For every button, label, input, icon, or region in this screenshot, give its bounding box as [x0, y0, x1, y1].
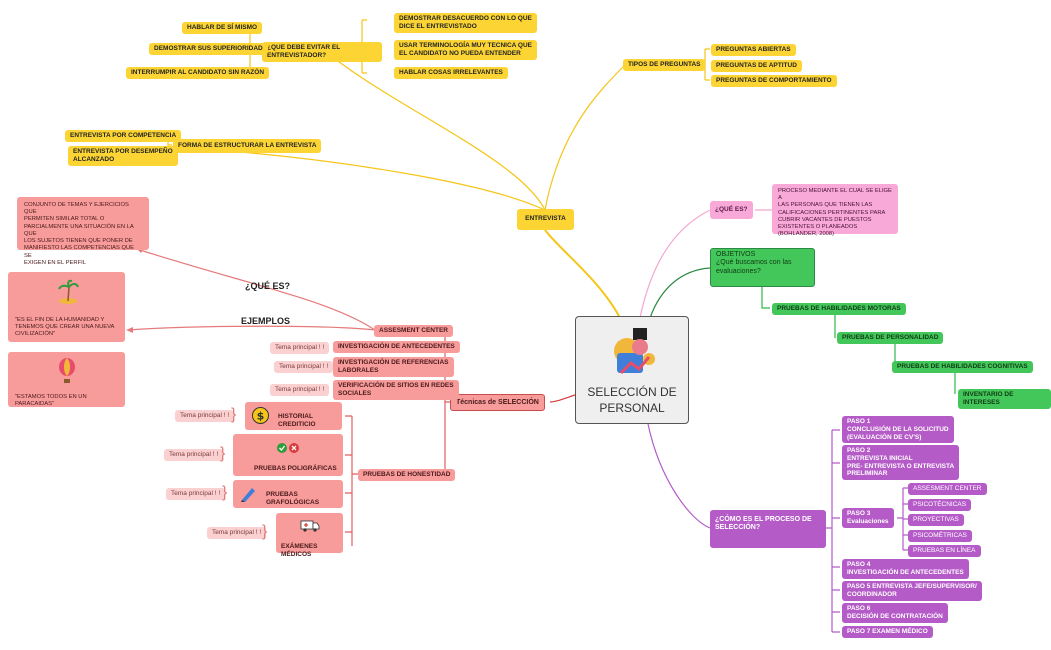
proceso-node[interactable]: ¿CÓMO ES EL PROCESO DE SELECCIÓN? [710, 510, 826, 548]
paso-3[interactable]: PASO 3 Evaluaciones [842, 508, 894, 528]
ejemplo-2-text: "ESTAMOS TODOS EN UN PARACAIDAS" [15, 394, 87, 408]
evaluacion-5[interactable]: PRUEBAS EN LÍNEA [908, 545, 981, 557]
assesment-definition: CONJUNTO DE TEMAS Y EJERCICIOS QUE PERMI… [24, 202, 135, 266]
medicos-card[interactable]: EXÁMENES MÉDICOS [276, 513, 343, 558]
paso-1[interactable]: PASO 1 CONCLUSIÓN DE LA SOLICITUD (EVALU… [842, 416, 954, 444]
historial-label: HISTORIAL CREDITICIO [278, 413, 316, 428]
paso-2[interactable]: PASO 2 ENTREVISTA INICIAL PRE- ENTREVIST… [842, 445, 960, 481]
objetivo-item-3[interactable]: PRUEBAS DE HABILIDADES COGNITIVAS [892, 361, 1033, 373]
entrevista-node[interactable]: ENTREVISTA [517, 209, 574, 230]
tema-label-7: Tema principal ! ! [207, 527, 267, 539]
tema-label-4: Tema principal ! ! [175, 410, 235, 422]
paso-7[interactable]: PASO 7 EXAMEN MÉDICO [842, 626, 933, 638]
pen-icon [241, 488, 255, 502]
check-cross-icon [277, 443, 299, 453]
island-icon [58, 279, 79, 304]
evitar-item-3[interactable]: INTERRUMPIR AL CANDIDATO SIN RAZÓN [126, 67, 270, 79]
evaluacion-4[interactable]: PSICOMÉTRICAS [908, 530, 972, 542]
ejemplo-1-text: "ES EL FIN DE LA HUMANIDAD Y TENEMOS QUE… [15, 317, 115, 338]
honestidad-node[interactable]: PRUEBAS DE HONESTIDAD [358, 469, 456, 481]
evaluacion-2[interactable]: PSICOTÉCNICAS [908, 499, 972, 511]
que-es-assesment-label: ¿QUÉ ES? [245, 281, 291, 291]
que-es-definition: PROCESO MEDIANTE EL CUAL SE ELIGE A LAS … [772, 184, 898, 237]
historial-card[interactable]: $ HISTORIAL CREDITICIO [245, 402, 342, 430]
tema-label-3: Tema principal ! ! [270, 384, 330, 396]
tecnica-item-2[interactable]: INVESTIGACIÓN DE REFERENCIAS LABORALES [333, 357, 454, 377]
brace-4: } [231, 406, 237, 423]
forma-estructurar-node[interactable]: FORMA DE ESTRUCTURAR LA ENTREVISTA [173, 139, 322, 153]
forma-item-1[interactable]: ENTREVISTA POR COMPETENCIA [65, 130, 182, 142]
tipo-pregunta-3[interactable]: PREGUNTAS DE COMPORTAMIENTO [711, 75, 837, 87]
grafologicas-label: PRUEBAS GRAFOLÓGICAS [266, 491, 320, 506]
forma-item-2[interactable]: ENTREVISTA POR DESEMPEÑO ALCANZADO [68, 146, 178, 166]
objetivo-item-1[interactable]: PRUEBAS DE HABILIDADES MOTORAS [772, 303, 906, 315]
evitar-item-2[interactable]: DEMOSTRAR SUS SUPERIORIDAD [149, 43, 268, 55]
medicos-label: EXÁMENES MÉDICOS [281, 543, 318, 558]
tema-label-1: Tema principal ! ! [270, 342, 330, 354]
tecnica-item-1[interactable]: INVESTIGACIÓN DE ANTECEDENTES [333, 341, 460, 353]
paso-5[interactable]: PASO 5 ENTREVISTA JEFE/SUPERVISOR/ COORD… [842, 581, 982, 601]
assesment-center-node[interactable]: ASSESMENT CENTER [374, 325, 453, 337]
grafologicas-card[interactable]: PRUEBAS GRAFOLÓGICAS [233, 480, 343, 508]
evitar-item-5[interactable]: USAR TERMINOLOGÍA MUY TECNICA QUE EL CAN… [394, 40, 538, 60]
objetivos-node[interactable]: OBJETIVOS ¿Qué buscamos con las evaluaci… [710, 248, 815, 287]
ambulance-icon [300, 520, 320, 532]
tecnica-item-3[interactable]: VERIFICACIÓN DE SITIOS EN REDES SOCIALES [333, 380, 459, 400]
evaluacion-1[interactable]: ASSESMENT CENTER [908, 483, 987, 495]
evitar-item-6[interactable]: HABLAR COSAS IRRELEVANTES [394, 67, 508, 79]
tipos-preguntas-node[interactable]: TIPOS DE PREGUNTAS [623, 59, 706, 71]
ejemplo-card-2: "ESTAMOS TODOS EN UN PARACAIDAS" [8, 352, 125, 407]
poligraficas-card[interactable]: PRUEBAS POLIGRÁFICAS [233, 434, 343, 476]
assesment-definition-card: CONJUNTO DE TEMAS Y EJERCICIOS QUE PERMI… [17, 197, 149, 266]
brace-6: } [222, 484, 228, 501]
evitar-item-1[interactable]: HABLAR DE SÍ MISMO [182, 22, 263, 34]
que-es-node[interactable]: ¿QUÉ ES? [710, 201, 753, 219]
svg-text:$: $ [257, 410, 265, 423]
tema-label-5: Tema principal ! ! [164, 449, 224, 461]
paso-4[interactable]: PASO 4 INVESTIGACIÓN DE ANTECEDENTES [842, 559, 969, 579]
evitar-item-4[interactable]: DEMOSTRAR DESACUERDO CON LO QUE DICE EL … [394, 13, 537, 33]
ejemplos-label: EJEMPLOS [241, 316, 291, 326]
paso-6[interactable]: PASO 6 DECISIÓN DE CONTRATACIÓN [842, 603, 948, 623]
hot-air-balloon-icon [59, 358, 75, 383]
brace-7: } [262, 523, 268, 540]
tipo-pregunta-2[interactable]: PREGUNTAS DE APTITUD [711, 60, 802, 72]
objetivo-item-2[interactable]: PRUEBAS DE PERSONALIDAD [837, 332, 944, 344]
ejemplo-card-1: "ES EL FIN DE LA HUMANIDAD Y TENEMOS QUE… [8, 272, 125, 342]
poligraficas-label: PRUEBAS POLIGRÁFICAS [254, 465, 337, 472]
central-topic-title: SELECCIÓN DE PERSONAL [587, 385, 677, 415]
tema-label-2: Tema principal ! ! [274, 361, 334, 373]
brace-5: } [220, 445, 226, 462]
evitar-node[interactable]: ¿QUE DEBE EVITAR EL ENTREVISTADOR? [262, 42, 382, 62]
tipo-pregunta-1[interactable]: PREGUNTAS ABIERTAS [711, 44, 796, 56]
evaluacion-3[interactable]: PROYECTIVAS [908, 514, 964, 526]
central-topic[interactable]: SELECCIÓN DE PERSONAL [575, 316, 689, 424]
people-illustration-icon [614, 328, 655, 375]
coin-icon: $ [252, 407, 269, 424]
tecnicas-node[interactable]: Técnicas de SELECCIÓN [450, 394, 545, 411]
tema-label-6: Tema principal ! ! [166, 488, 226, 500]
objetivo-item-4[interactable]: INVENTARIO DE INTERESES [958, 389, 1051, 409]
